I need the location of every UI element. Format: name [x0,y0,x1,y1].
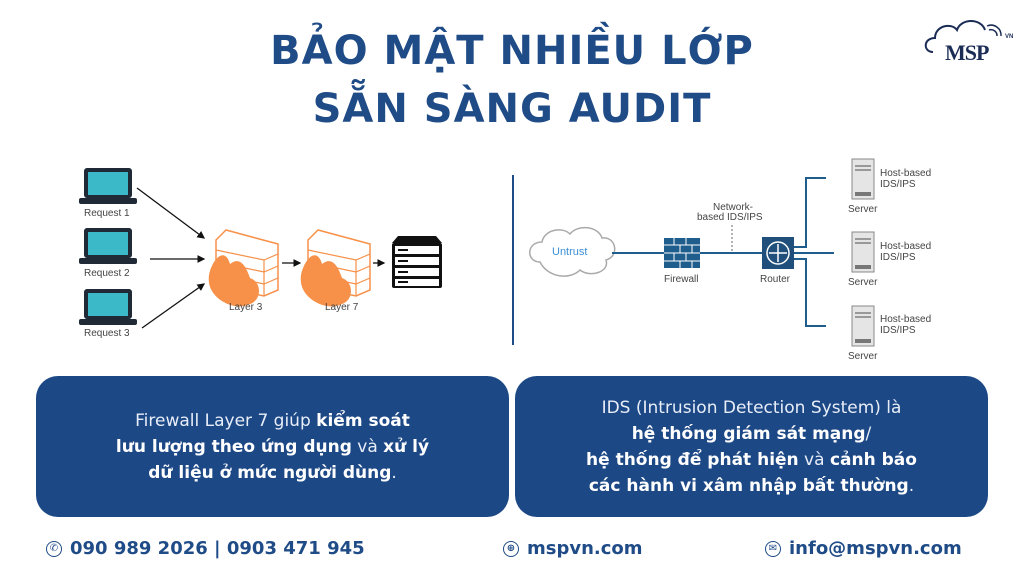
ids-diagram-graphics [529,158,875,347]
request-label: Request 2 [84,268,130,279]
globe-icon: ⊕ [503,540,519,557]
laptop-icon [79,228,137,264]
box-text-bold: cảnh báo [829,449,917,470]
network-ids-label: based IDS/IPS [697,212,763,223]
page-title-line1: BẢO MẬT NHIỀU LỚP [270,28,754,74]
box-text: . [908,475,915,496]
box-text-bold: hệ thống để phát hiện [586,449,799,470]
firewall-info-box: Firewall Layer 7 giúp kiểm soát lưu lượn… [36,376,509,517]
layer-label: Layer 3 [229,302,263,313]
mail-icon: ✉ [765,540,781,557]
layer-label: Layer 7 [325,302,359,313]
network-ids-label: Network- [713,202,754,213]
server-icon [851,305,875,347]
website-link[interactable]: mspvn.com [527,538,643,559]
phone-icon: ✆ [46,540,62,557]
host-ids-label: IDS/IPS [880,325,916,336]
msp-logo: MSP VN [915,12,1015,68]
laptop-icon [79,289,137,325]
cloud-logo-icon [924,20,1002,53]
footer-phone: ✆ 090 989 2026 | 0903 471 945 [46,538,365,559]
box-text-bold: dữ liệu ở mức người dùng [148,462,392,483]
ids-info-box: IDS (Intrusion Detection System) là hệ t… [515,376,988,517]
email-link[interactable]: info@mspvn.com [789,538,962,559]
firewall-layer3-icon [208,229,279,307]
divider [512,175,514,345]
server-label: Server [848,277,878,288]
firewall-layer7-icon [300,229,371,307]
firewall-icon [664,238,700,268]
box-text: . [391,462,397,483]
box-text-bold: kiểm soát [316,410,410,431]
phone-text[interactable]: 090 989 2026 | 0903 471 945 [70,538,365,559]
firewall-label: Firewall [664,274,699,285]
box-text-bold: hệ thống giám sát mạng [631,423,866,444]
server-icon [851,231,875,273]
router-icon [762,237,794,269]
router-label: Router [760,274,791,285]
firewall-layers-diagram: Request 1 Request 2 Request 3 Layer 3 La… [0,0,512,370]
box-text: / [865,423,872,444]
box-text: và [798,449,830,470]
box-text: Firewall Layer 7 giúp [135,410,317,431]
box-text-bold: xử lý [383,436,430,457]
logo-superscript: VN [1005,34,1014,40]
server-icon [851,158,875,200]
box-text: và [351,436,384,457]
server-stack-icon [392,236,442,288]
box-text: IDS (Intrusion Detection System) là [601,397,902,418]
host-ids-label: Host-based [880,241,932,252]
box-text-bold: các hành vi xâm nhập bất thường [588,475,909,496]
page-title-line2: SẴN SÀNG AUDIT [312,86,712,132]
cloud-icon [529,226,616,277]
host-ids-label: IDS/IPS [880,179,916,190]
logo-text: MSP [945,40,989,65]
box-text-bold: lưu lượng theo ứng dụng [115,436,352,457]
laptop-icon [79,168,137,204]
firewall-diagram-graphics [79,168,442,329]
host-ids-label: Host-based [880,314,932,325]
footer-website: ⊕ mspvn.com [503,538,643,559]
server-label: Server [848,204,878,215]
untrust-label: Untrust [552,246,588,258]
request-label: Request 3 [84,328,130,339]
footer-email: ✉ info@mspvn.com [765,538,962,559]
server-label: Server [848,351,878,362]
request-label: Request 1 [84,208,130,219]
host-ids-label: IDS/IPS [880,252,916,263]
host-ids-label: Host-based [880,168,932,179]
ids-network-diagram: Untrust Network- based IDS/IPS Firewall … [514,0,1024,370]
